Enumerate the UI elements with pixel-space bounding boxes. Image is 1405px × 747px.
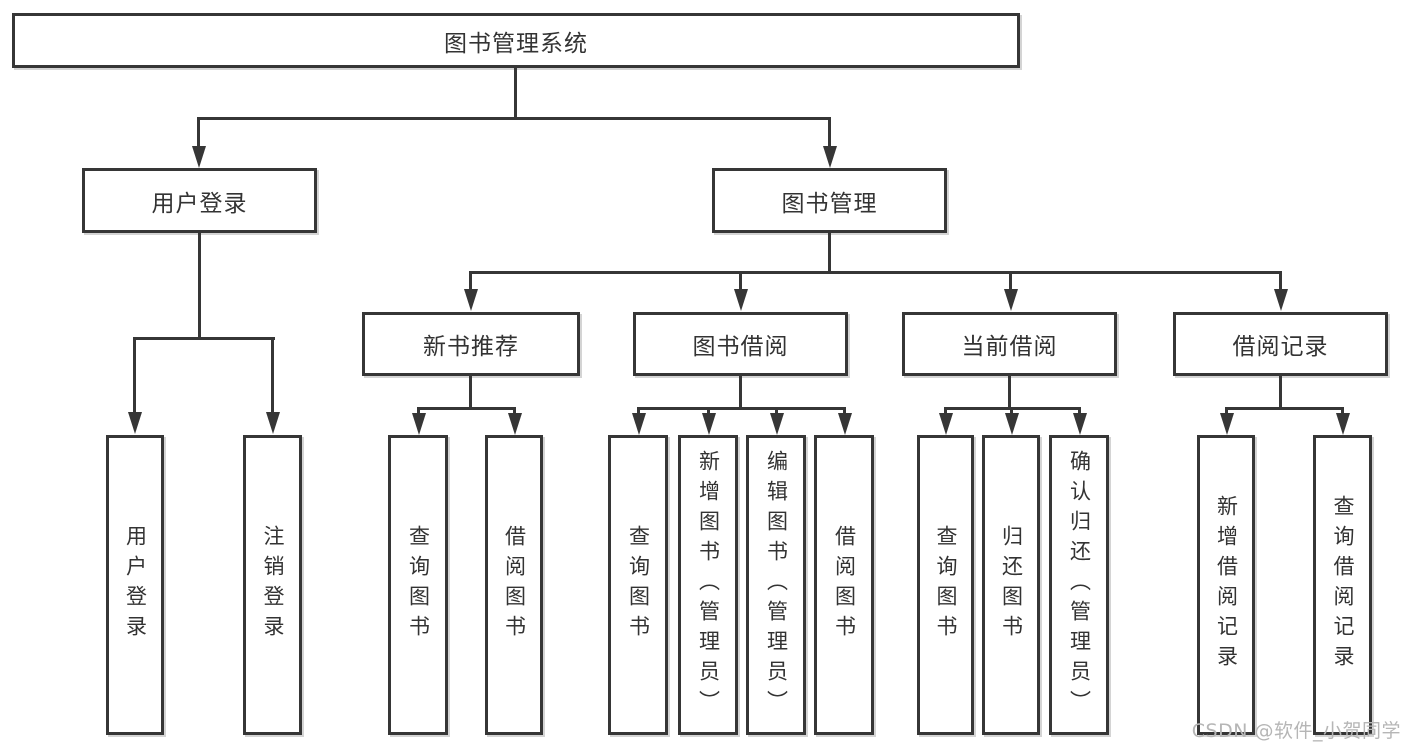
arrow-to-add-borrow-record [1219, 407, 1234, 435]
arrow-to-return-books [1004, 407, 1019, 435]
node-root-title: 图书管理系统 [12, 13, 1020, 68]
leaf-borrow-books-2-label: 借阅图书 [832, 525, 857, 645]
connector-book-management-rail [469, 271, 1281, 274]
connector-book-management-stem [828, 232, 831, 274]
leaf-edit-books-admin-label: 编辑图书（管理员） [764, 450, 789, 720]
leaf-borrow-books-1-label: 借阅图书 [502, 525, 527, 645]
connector-new-book-recommend-stem [469, 375, 472, 409]
arrow-to-book-management [822, 117, 837, 168]
arrow-to-borrow-books-1 [507, 407, 522, 435]
leaf-query-books-1: 查询图书 [388, 435, 448, 735]
leaf-return-books-label: 归还图书 [999, 525, 1024, 645]
leaf-return-books: 归还图书 [982, 435, 1040, 735]
arrow-to-current-borrow [1003, 271, 1018, 311]
leaf-add-books-admin: 新增图书（管理员） [678, 435, 738, 735]
leaf-query-books-1-label: 查询图书 [406, 525, 431, 645]
arrow-to-confirm-return-admin [1072, 407, 1087, 435]
node-book-borrow: 图书借阅 [633, 312, 848, 376]
arrow-to-query-books-2 [631, 407, 646, 435]
connector-root-stem [514, 68, 517, 119]
node-new-book-recommend: 新书推荐 [362, 312, 580, 376]
node-current-borrow: 当前借阅 [902, 312, 1117, 376]
arrow-to-new-book-recommend [463, 271, 478, 311]
node-book-management: 图书管理 [712, 168, 947, 233]
leaf-add-borrow-record: 新增借阅记录 [1197, 435, 1255, 735]
leaf-borrow-books-2: 借阅图书 [814, 435, 874, 735]
arrow-to-query-books-3 [938, 407, 953, 435]
leaf-add-books-admin-label: 新增图书（管理员） [696, 450, 721, 720]
arrow-to-query-borrow-record [1335, 407, 1350, 435]
connector-user-login-rail [133, 337, 275, 340]
connector-borrow-records-stem [1279, 375, 1282, 409]
leaf-user-login: 用户登录 [106, 435, 164, 735]
leaf-edit-books-admin: 编辑图书（管理员） [746, 435, 806, 735]
leaf-query-books-3-label: 查询图书 [934, 525, 958, 645]
arrow-to-query-books-1 [411, 407, 426, 435]
arrow-to-borrow-books-2 [837, 407, 852, 435]
node-borrow-records: 借阅记录 [1173, 312, 1388, 376]
connector-current-borrow-stem [1008, 375, 1011, 409]
leaf-add-borrow-record-label: 新增借阅记录 [1214, 495, 1239, 675]
connector-new-book-recommend-rail [417, 407, 516, 410]
arrow-to-book-borrow [733, 271, 748, 311]
leaf-confirm-return-admin: 确认归还（管理员） [1049, 435, 1109, 735]
leaf-query-books-3: 查询图书 [917, 435, 974, 735]
leaf-query-borrow-record: 查询借阅记录 [1313, 435, 1372, 735]
leaf-confirm-return-admin-label: 确认归还（管理员） [1067, 450, 1092, 720]
leaf-logout-login: 注销登录 [243, 435, 302, 735]
connector-book-borrow-rail [637, 407, 846, 410]
arrow-to-borrow-records [1273, 271, 1288, 311]
connector-borrow-records-rail [1225, 407, 1344, 410]
leaf-query-books-2-label: 查询图书 [626, 525, 651, 645]
leaf-borrow-books-1: 借阅图书 [485, 435, 543, 735]
arrow-to-user-login [191, 117, 206, 168]
arrow-to-leaf-logout [265, 337, 280, 434]
node-user-login: 用户登录 [82, 168, 317, 233]
leaf-user-login-label: 用户登录 [123, 525, 148, 645]
leaf-logout-login-label: 注销登录 [261, 525, 285, 645]
csdn-watermark: CSDN @软件_小贺同学 [1191, 720, 1401, 742]
connector-level1-rail [197, 117, 830, 120]
arrow-to-add-books-admin [701, 407, 716, 435]
arrow-to-leaf-user-login [127, 337, 142, 434]
connector-user-login-stem [198, 232, 201, 339]
arrow-to-edit-books-admin [769, 407, 784, 435]
connector-book-borrow-stem [739, 375, 742, 409]
leaf-query-borrow-record-label: 查询借阅记录 [1331, 495, 1355, 675]
leaf-query-books-2: 查询图书 [608, 435, 668, 735]
